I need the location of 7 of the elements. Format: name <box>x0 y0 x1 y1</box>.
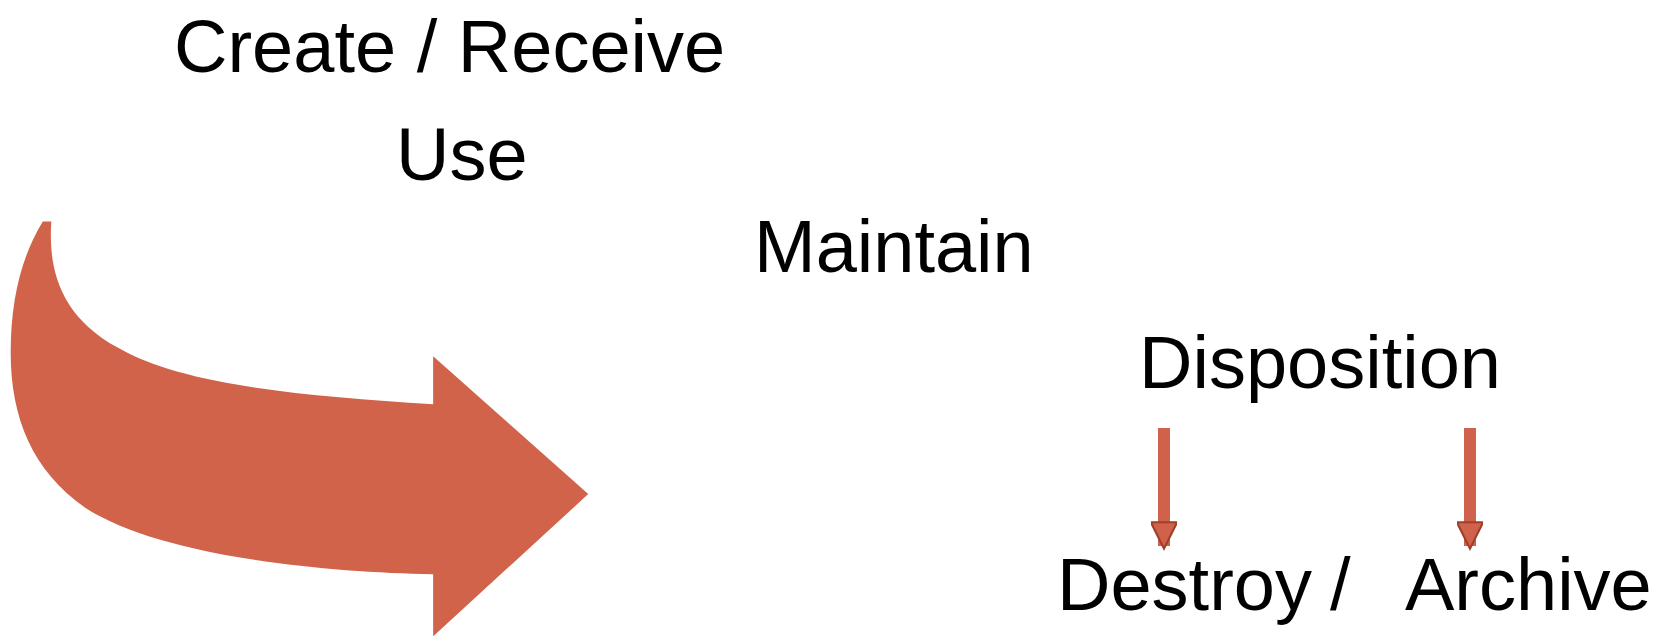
step-label: Use <box>396 118 528 192</box>
step-label: Create / Receive <box>174 10 726 84</box>
arrow <box>1149 428 1179 550</box>
separator-slash: / <box>1330 548 1351 622</box>
arrow <box>1455 428 1485 550</box>
step-label: Maintain <box>754 210 1034 284</box>
step-label: Archive <box>1405 548 1652 622</box>
